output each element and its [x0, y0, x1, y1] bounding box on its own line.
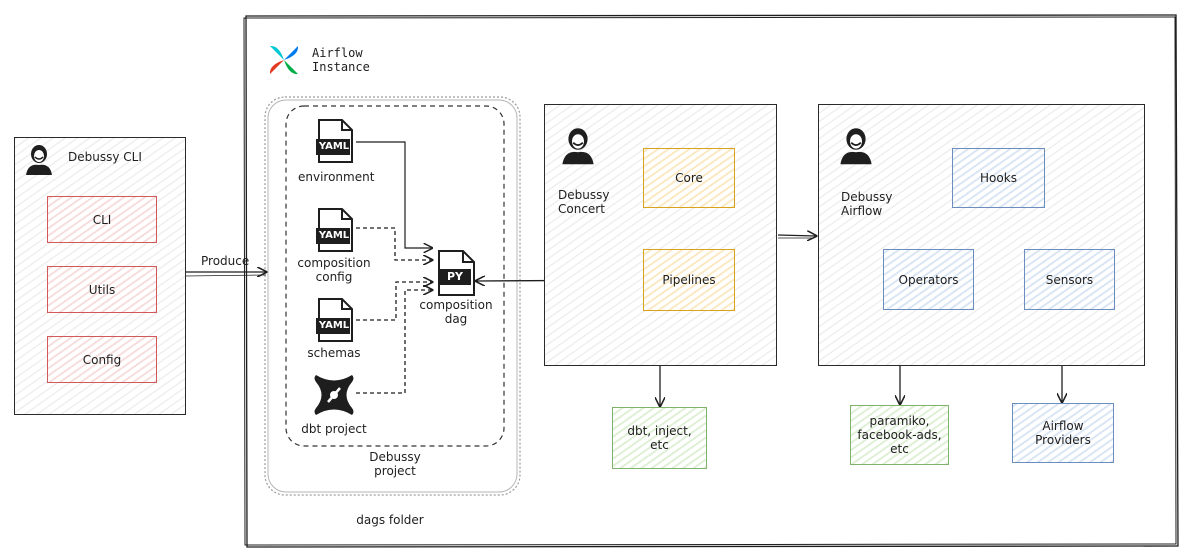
composition-dag-label-line1: composition: [419, 298, 493, 312]
composition-config-badge: YAML: [318, 230, 350, 241]
cli-panel-title: Debussy CLI: [68, 150, 142, 164]
debussy-portrait-icon: [840, 128, 872, 165]
dags-folder-label: dags folder: [356, 513, 424, 527]
pipelines-box: Pipelines: [643, 249, 735, 311]
hooks-label: Hooks: [980, 171, 1017, 185]
operators-label: Operators: [898, 272, 959, 287]
produce-label: Produce: [201, 254, 250, 268]
airflow-title-line1: Airflow: [312, 46, 363, 60]
debussy-portrait-icon: [26, 145, 52, 175]
sensors-box: Sensors: [1024, 249, 1115, 310]
config-module-box: Config: [47, 336, 157, 383]
airflow-deps-line3: etc: [890, 442, 909, 456]
concert-deps-text: dbt, inject, etc: [627, 424, 691, 452]
yaml-file-icon: [316, 119, 353, 163]
airflow-logo-icon: [269, 45, 299, 75]
composition-config-label: composition config: [293, 256, 375, 284]
core-label: Core: [675, 171, 703, 185]
schemas-to-dag-arrow: [356, 282, 432, 321]
env-to-dag-arrow: [356, 141, 432, 248]
debussy-project-frame: [285, 105, 505, 447]
airflow-deps-line1: paramiko,: [869, 414, 930, 428]
debussy-portrait-icon: [562, 128, 594, 165]
yaml-file-icon: [316, 208, 353, 252]
debussy-project-line2: project: [374, 464, 416, 478]
schemas-label: schemas: [307, 346, 361, 360]
config-module-label: Config: [82, 352, 122, 367]
dags-folder-frame: [264, 96, 521, 496]
airflow-deps-line2: facebook-ads,: [857, 428, 942, 442]
concert-to-airflow-arrow: [777, 235, 816, 236]
concert-title-line1: Debussy: [558, 188, 610, 202]
airflow-providers-line1: Airflow: [1042, 419, 1084, 433]
airflow-instance-title: Airflow Instance: [312, 46, 370, 74]
produce-arrow-sketch: [185, 274, 267, 277]
cli-module-label: CLI: [92, 212, 112, 227]
airflow-pkg-title-line1: Debussy: [841, 190, 893, 204]
airflow-deps-text: paramiko, facebook-ads, etc: [857, 414, 941, 456]
airflow-providers-line2: Providers: [1035, 433, 1091, 447]
environment-label: environment: [298, 170, 375, 184]
dbt-logo-icon: [314, 375, 354, 415]
airflow-pkg-title-line2: Airflow: [841, 204, 883, 218]
airflow-title-line2: Instance: [312, 60, 370, 74]
concert-deps-line1: dbt, inject,: [627, 424, 692, 438]
debussy-airflow-panel: [818, 104, 1145, 366]
debussy-project-label: Debussy project: [350, 450, 440, 478]
cli-module-box: CLI: [47, 196, 157, 243]
concert-title-line2: Concert: [558, 202, 605, 216]
composition-config-label-line1: composition: [297, 256, 371, 270]
airflow-providers-text: Airflow Providers: [1035, 419, 1091, 447]
environment-badge: YAML: [318, 141, 350, 152]
composition-dag-label: composition dag: [416, 298, 496, 326]
airflow-instance-frame: [243, 14, 1179, 548]
debussy-project-line1: Debussy: [369, 450, 421, 464]
dbt-to-dag-arrow: [356, 290, 432, 394]
concert-deps-box: dbt, inject, etc: [612, 407, 707, 469]
composition-dag-label-line2: dag: [444, 312, 468, 326]
composition-dag-badge: PY: [446, 270, 464, 283]
core-box: Core: [643, 148, 735, 208]
yaml-file-icon: [316, 298, 353, 342]
python-file-icon: [438, 250, 475, 296]
schemas-badge: YAML: [318, 320, 350, 331]
utils-module-box: Utils: [47, 266, 157, 313]
airflow-pkg-title: Debussy Airflow: [841, 190, 892, 218]
operators-box: Operators: [883, 249, 974, 310]
hooks-box: Hooks: [952, 148, 1045, 208]
pipelines-label: Pipelines: [662, 273, 716, 287]
dbt-project-label: dbt project: [301, 422, 367, 436]
airflow-deps-box: paramiko, facebook-ads, etc: [850, 405, 949, 465]
utils-module-label: Utils: [88, 282, 116, 297]
concert-deps-line2: etc: [650, 438, 669, 452]
composition-config-label-line2: config: [315, 270, 353, 284]
concert-title: Debussy Concert: [558, 188, 609, 216]
sensors-label: Sensors: [1045, 272, 1094, 287]
airflow-providers-box: Airflow Providers: [1012, 403, 1114, 463]
